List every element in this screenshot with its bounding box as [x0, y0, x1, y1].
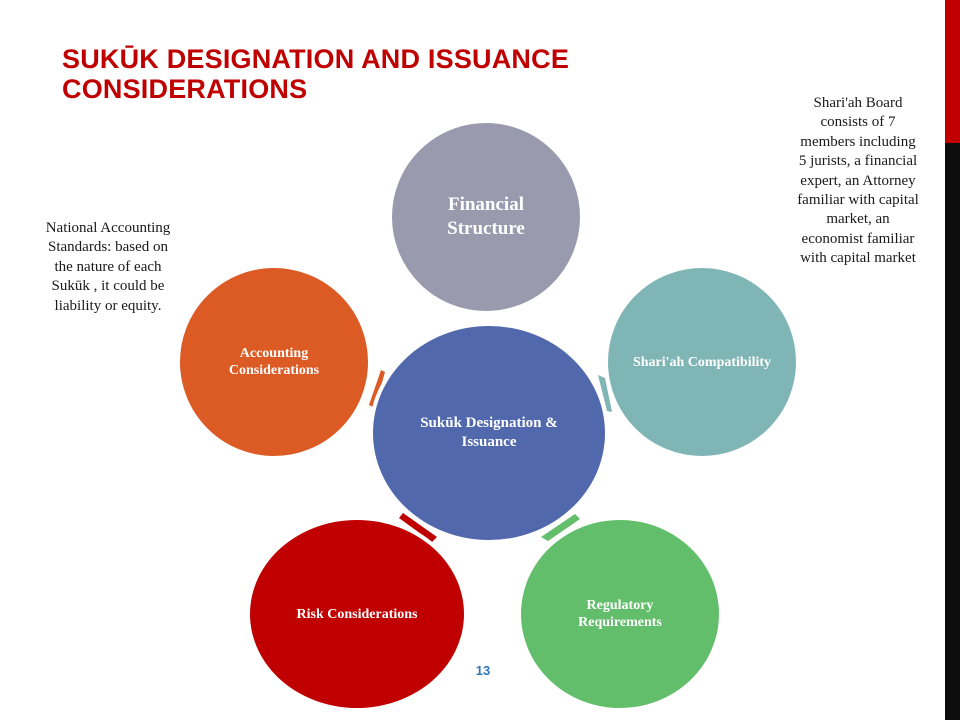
node-regulatory-requirements: Regulatory Requirements [517, 516, 723, 712]
node-shariah-compatibility: Shari'ah Compatibility [604, 264, 800, 460]
node-label: Regulatory Requirements [578, 598, 662, 630]
connector-regulatory [541, 514, 580, 541]
connector-risk [399, 513, 437, 542]
note-accounting-standards: National Accounting Standards: based on … [45, 220, 171, 314]
side-accent-bar-red [945, 0, 960, 143]
node-financial-structure: Financial Structure [388, 119, 584, 315]
note-shariah-board: Shari'ah Board consists of 7 members inc… [797, 95, 919, 267]
node-label: Risk Considerations [296, 606, 418, 622]
center-label: Sukūk Designation & Issuance [420, 415, 558, 450]
node-center-sukuk-designation: Sukūk Designation & Issuance [369, 322, 609, 544]
node-risk-considerations: Risk Considerations [246, 516, 468, 712]
node-label: Accounting Considerations [228, 346, 320, 378]
connector-shariah [598, 375, 612, 412]
node-label: Financial Structure [447, 194, 525, 239]
slide-title: SUKŪK DESIGNATION AND ISSUANCE CONSIDERA… [62, 44, 570, 104]
page-number: 13 [475, 663, 491, 678]
node-accounting-considerations: Accounting Considerations [176, 264, 372, 460]
side-accent-bar-black [945, 143, 960, 720]
connector-accounting [369, 370, 385, 408]
node-label: Shari'ah Compatibility [632, 354, 772, 370]
